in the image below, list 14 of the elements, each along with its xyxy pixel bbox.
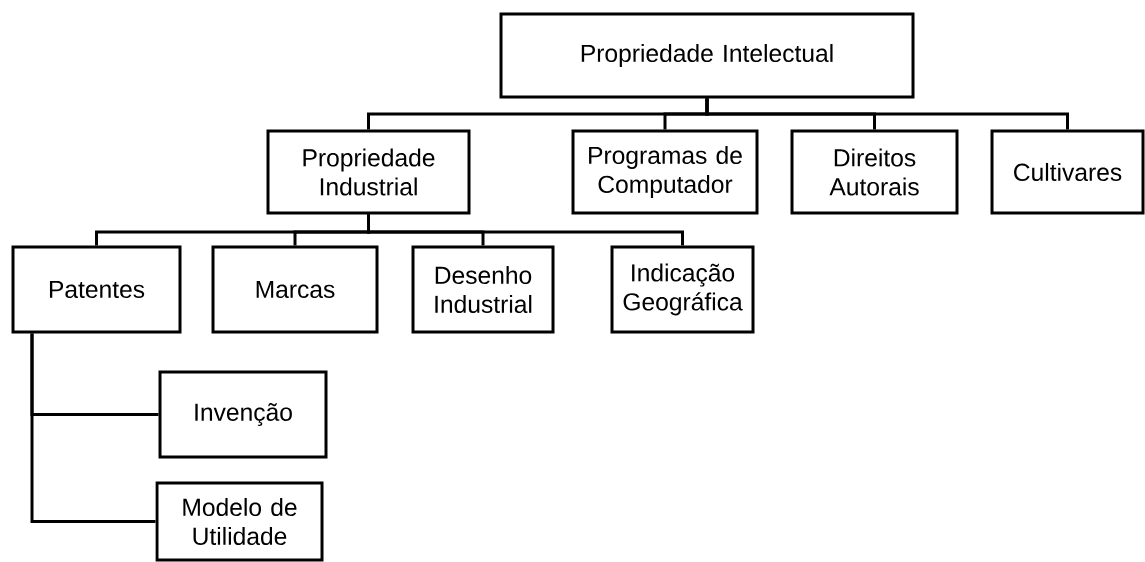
category-box: Direitos Autorais [790, 129, 959, 215]
category-box: Marcas [211, 245, 379, 334]
connector-line [367, 214, 684, 246]
connector-line [705, 98, 1069, 130]
category-box: Desenho Industrial [411, 245, 555, 334]
category-box: Propriedade Industrial [266, 129, 471, 215]
category-box: Programas de Computador [571, 129, 759, 215]
category-box: Modelo de Utilidade [155, 481, 324, 562]
category-box: Patentes [11, 245, 182, 334]
category-box: Cultivares [990, 129, 1145, 215]
connector-line [30, 333, 156, 523]
category-box: Invenção [158, 370, 328, 459]
category-box: Indicação Geográfica [610, 245, 755, 334]
category-box: Propriedade Intelectual [499, 12, 915, 99]
